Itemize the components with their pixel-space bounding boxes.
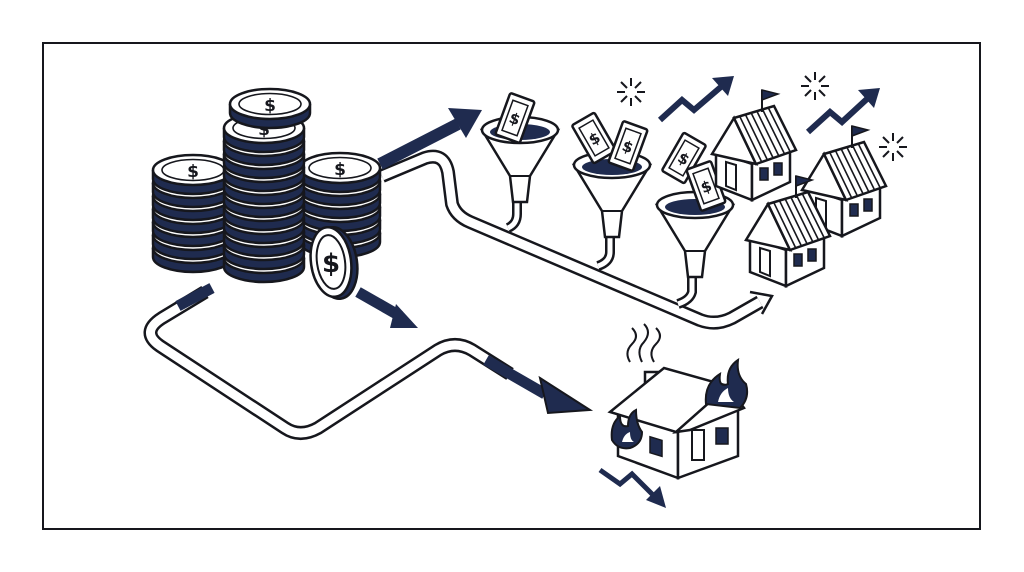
fire-icon [610,408,644,450]
coin-stack: $ [222,111,306,284]
coin-stack-icon: $ $ $ $ [151,87,382,284]
arrow-icon [749,290,774,315]
coin-stack: $ [151,153,235,274]
arrow-icon [538,375,594,415]
trend-down-arrow-icon [598,467,666,508]
banknote-icon: $ [685,160,727,212]
coin-dollar-label: $ [334,160,346,180]
burning-house [607,323,749,480]
house-icon [800,125,888,238]
coin-dollar-label: $ [322,249,340,279]
banknote-icon: $ [607,120,649,172]
trend-up-arrow-icon [657,76,734,123]
arrow-to-funnels [377,108,482,170]
house-icon [710,89,798,202]
smoke-icon [626,323,661,363]
house-icon [744,175,832,288]
banknote-icon: $ [571,111,617,165]
flag-icon [795,175,815,198]
flag-icon [761,89,781,112]
banknote-icon: $ [661,131,707,185]
pipe-to-houses [379,149,774,330]
fire-icon [704,357,749,410]
coin-dollar-label: $ [187,162,199,182]
arrow-icon [390,304,418,328]
trend-up-arrow-icon [805,88,880,135]
coin-dollar-label: $ [258,120,270,140]
banknote-icon: $ [494,92,536,144]
arrow-down-right [355,287,418,328]
coin-dollar-label: $ [264,96,276,116]
pipe-to-burning-house [143,283,594,440]
dollar-coin-icon: $ [309,225,359,301]
arrow-icon [448,108,482,138]
coin-stack: $ [298,151,382,259]
coin-stack: $ [228,87,312,130]
flag-icon [851,125,871,148]
